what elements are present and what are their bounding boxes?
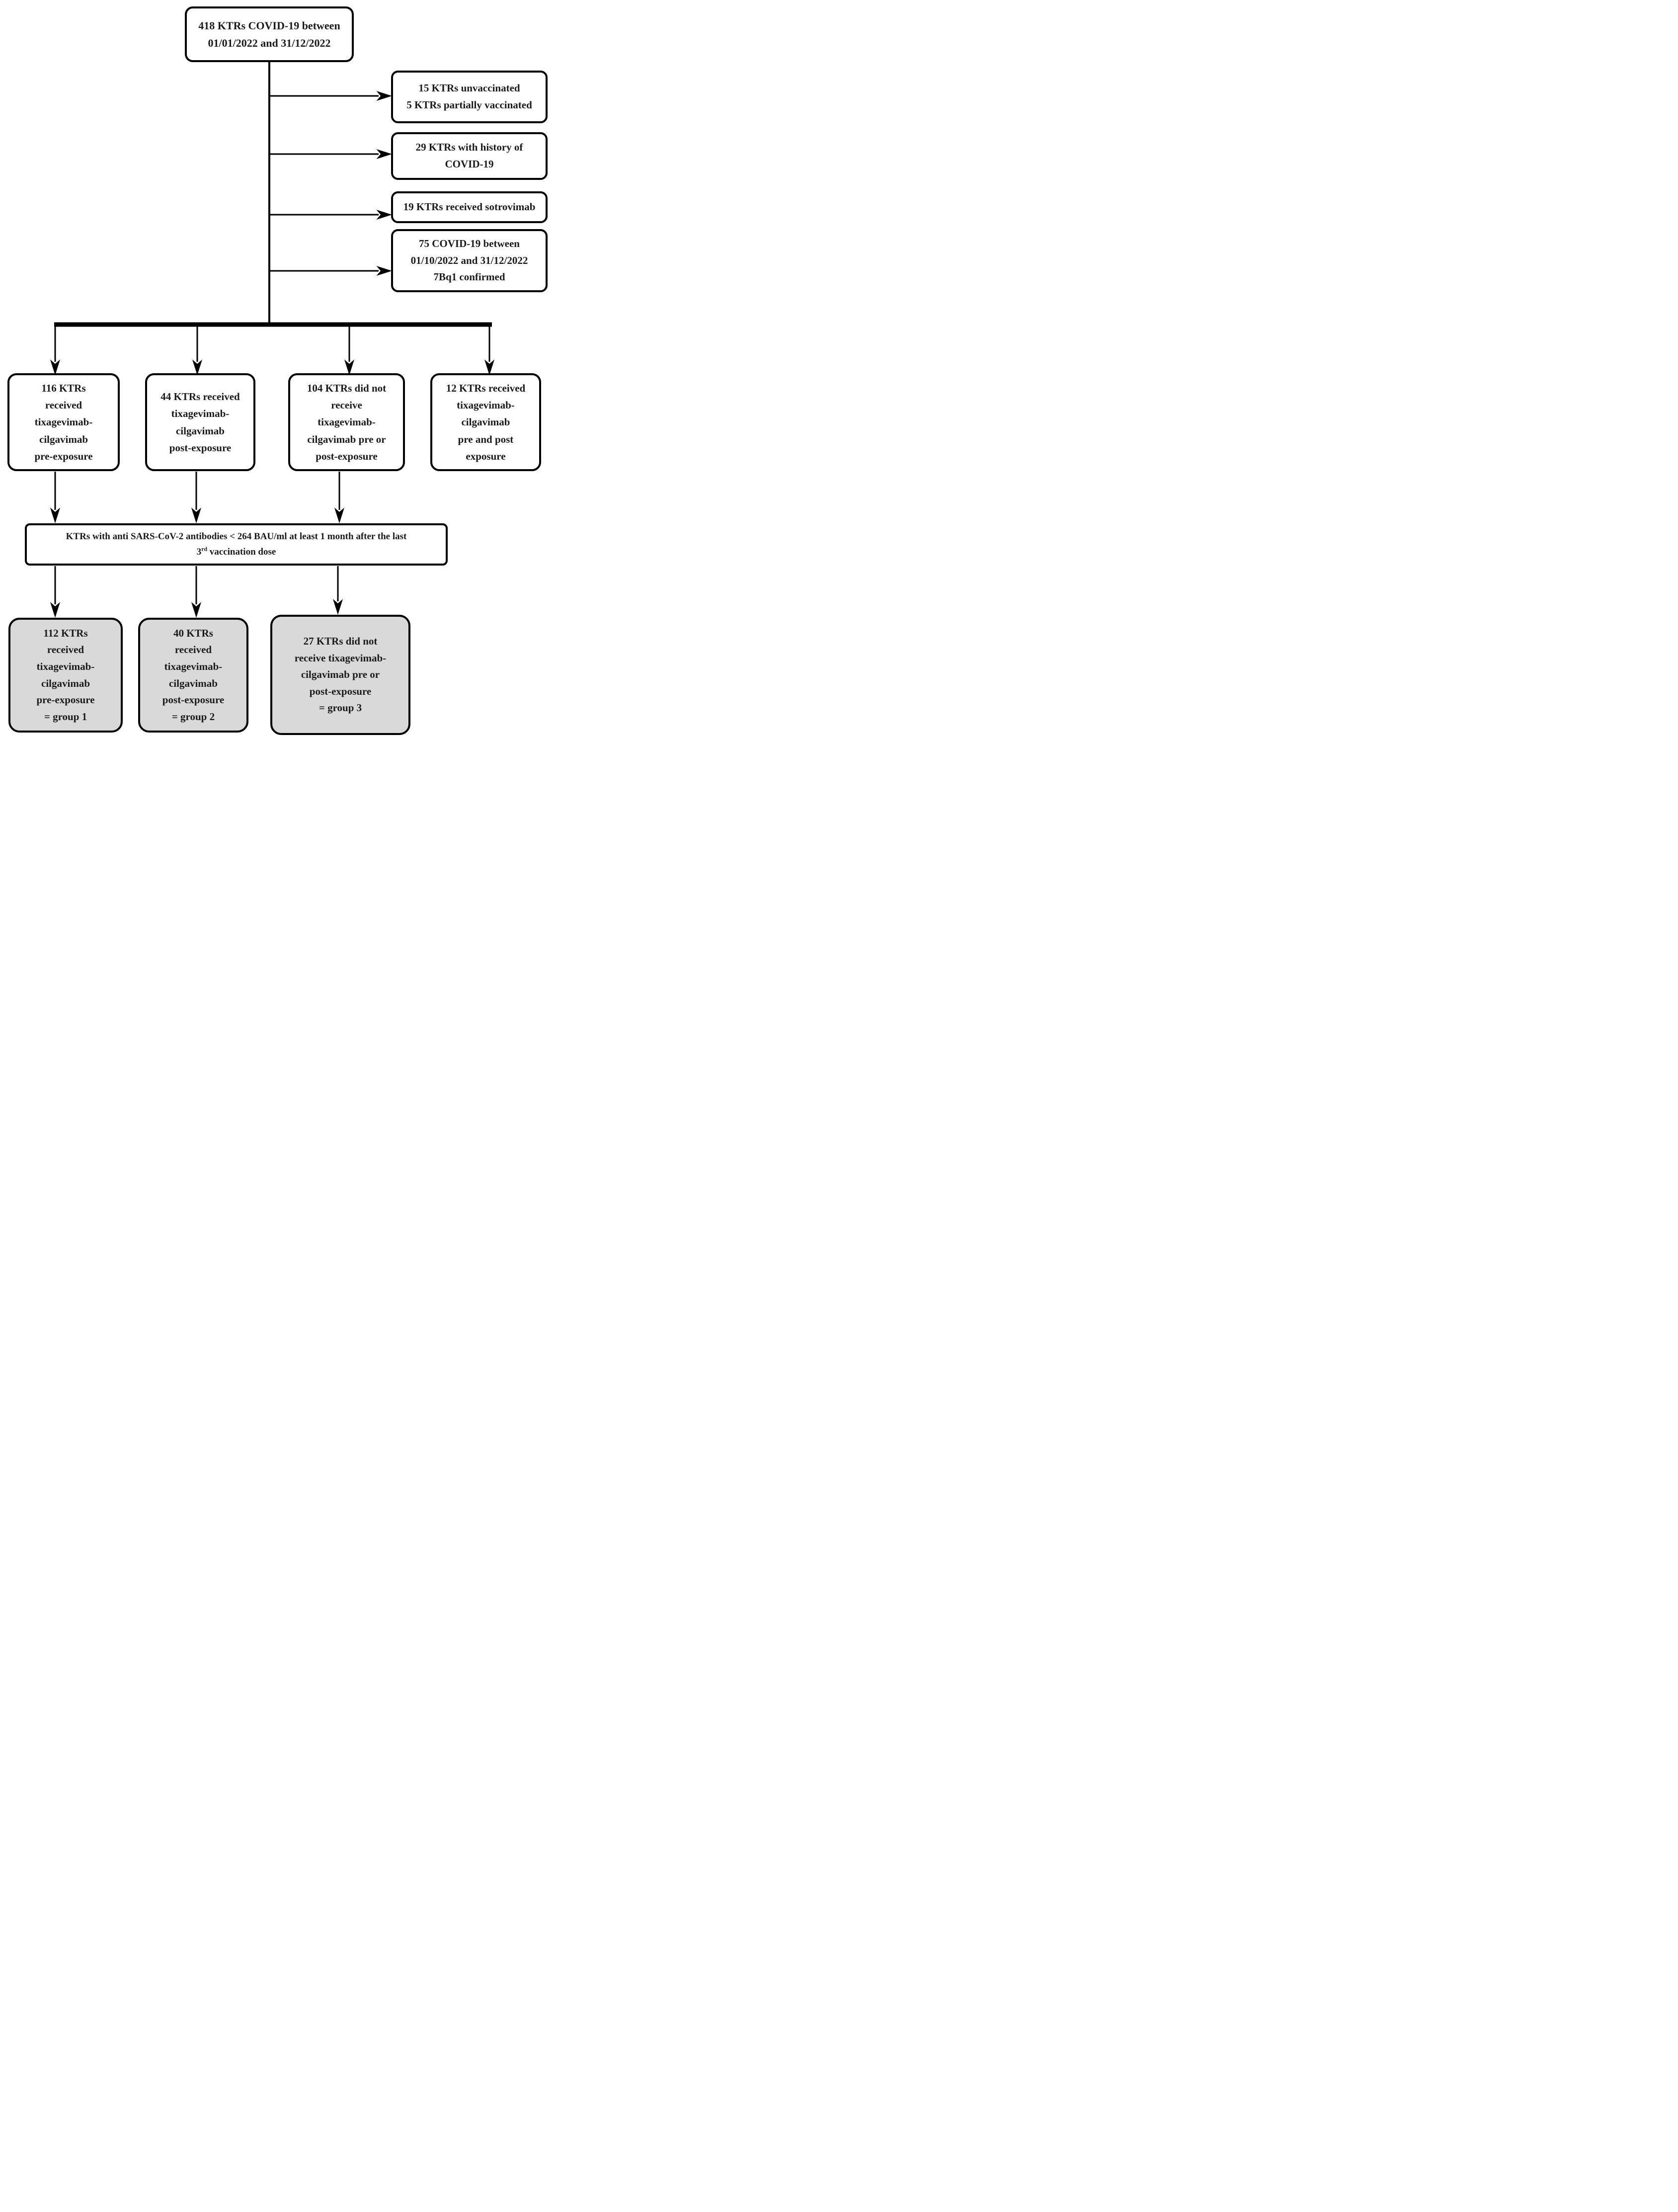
exclusion-arrows	[269, 90, 392, 276]
node-excluded-covid-q4: 75 COVID-19 between 01/10/2022 and 31/12…	[391, 229, 548, 292]
node-no-treatment-text: 104 KTRs did not receive tixagevimab- ci…	[307, 382, 387, 462]
node-group2-text: 40 KTRs received tixagevimab- cilgavimab…	[162, 627, 225, 723]
node-antibody-criteria: KTRs with anti SARS-CoV-2 antibodies < 2…	[25, 523, 448, 566]
node-pre-exposure: 116 KTRs received tixagevimab- cilgavima…	[7, 373, 120, 471]
split-drop-arrows	[50, 327, 495, 375]
node-excluded-history-text: 29 KTRs with history of COVID-19	[415, 141, 523, 170]
node-enrollment-text: 418 KTRs COVID-19 between 01/01/2022 and…	[198, 19, 340, 49]
node-group1-text: 112 KTRs received tixagevimab- cilgavima…	[36, 627, 95, 723]
node-group3: 27 KTRs did not receive tixagevimab- cil…	[270, 615, 410, 735]
node-excluded-unvaccinated: 15 KTRs unvaccinated 5 KTRs partially va…	[391, 71, 548, 123]
node-pre-and-post: 12 KTRs received tixagevimab- cilgavimab…	[430, 373, 541, 471]
node-pre-exposure-text: 116 KTRs received tixagevimab- cilgavima…	[34, 382, 93, 462]
node-antibody-criteria-line2: 3rd vaccination dose	[196, 546, 276, 557]
node-post-exposure: 44 KTRs received tixagevimab- cilgavimab…	[145, 373, 255, 471]
connector-lines	[50, 62, 495, 618]
node-excluded-sotrovimab: 19 KTRs received sotrovimab	[391, 191, 548, 223]
node-excluded-history: 29 KTRs with history of COVID-19	[391, 132, 548, 180]
node-antibody-criteria-line1: KTRs with anti SARS-CoV-2 antibodies < 2…	[66, 531, 407, 542]
node-excluded-covid-q4-text: 75 COVID-19 between 01/10/2022 and 31/12…	[410, 238, 528, 283]
node-post-exposure-text: 44 KTRs received tixagevimab- cilgavimab…	[160, 391, 240, 454]
node-enrollment: 418 KTRs COVID-19 between 01/01/2022 and…	[185, 6, 354, 62]
node-group1: 112 KTRs received tixagevimab- cilgavima…	[8, 618, 123, 733]
node-group3-text: 27 KTRs did not receive tixagevimab- cil…	[294, 635, 387, 714]
to-antibody-arrows	[50, 472, 345, 523]
to-group-arrows	[50, 566, 343, 618]
ordinal-suffix: rd	[201, 546, 207, 553]
node-excluded-sotrovimab-text: 19 KTRs received sotrovimab	[403, 201, 536, 213]
node-group2: 40 KTRs received tixagevimab- cilgavimab…	[138, 618, 248, 733]
node-no-treatment: 104 KTRs did not receive tixagevimab- ci…	[288, 373, 405, 471]
node-excluded-unvaccinated-text: 15 KTRs unvaccinated 5 KTRs partially va…	[406, 82, 532, 111]
node-pre-and-post-text: 12 KTRs received tixagevimab- cilgavimab…	[446, 382, 526, 462]
flow-diagram: 418 KTRs COVID-19 between 01/01/2022 and…	[0, 0, 559, 737]
